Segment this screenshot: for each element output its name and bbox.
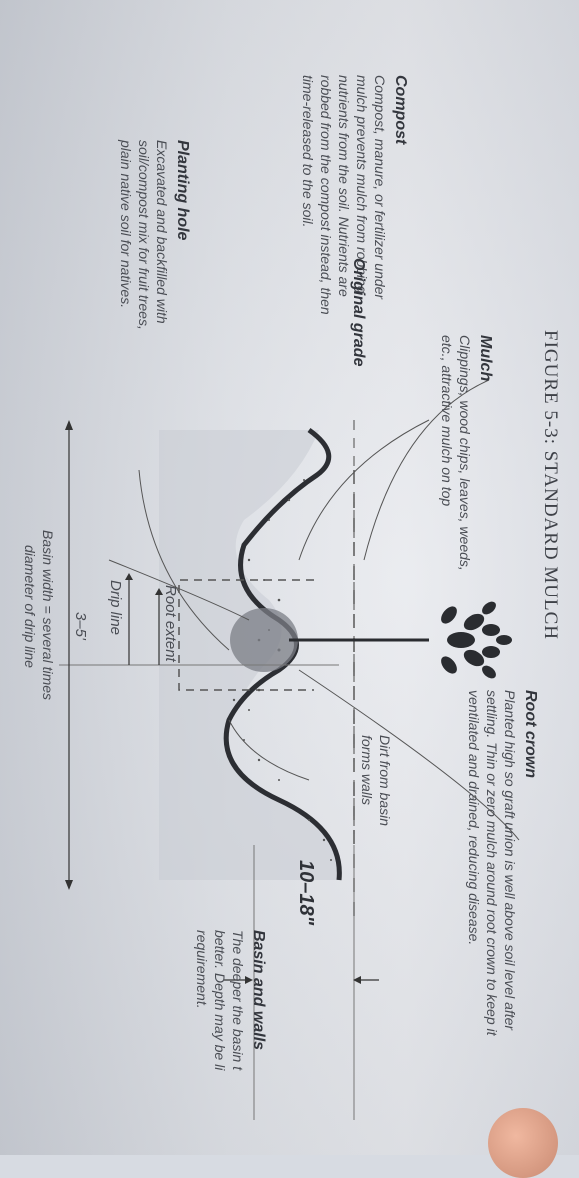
drip-line-arrowhead	[125, 573, 133, 580]
root-crown-line: Planted high so graft union is well abov…	[501, 690, 519, 1030]
dirt-from-basin-line: forms walls	[358, 735, 376, 805]
compost-line: robbed from the compost instead, then	[317, 75, 335, 315]
mulch-line: Clippings, wood chips, leaves, weeds,	[456, 335, 474, 571]
planting-hole-line: Excavated and backfilled with	[153, 140, 171, 324]
basin-width-arrowhead-right	[65, 880, 73, 890]
mulch-line: etc., attractive mulch on top	[438, 335, 456, 506]
planting-hole-line: soil/compost mix for fruit trees,	[135, 140, 153, 330]
original-grade-label: Original grade	[349, 258, 367, 366]
drip-line-label: Drip line	[106, 580, 124, 635]
root-crown-line: ventilated and drained, reducing disease…	[465, 690, 483, 945]
basin-width-line: Basin width = several times	[39, 530, 57, 700]
basin-width-line: diameter of drip line	[21, 545, 39, 668]
basin-width-arrowhead-left	[65, 420, 73, 430]
compost-heading: Compost	[391, 75, 409, 144]
compost-line: time-released to the soil.	[299, 75, 317, 228]
finger-in-photo	[488, 1108, 558, 1178]
mulch-heading: Mulch	[476, 335, 494, 381]
basin-walls-line: The deeper the basin t	[229, 930, 247, 1070]
planting-hole-heading: Planting hole	[173, 140, 191, 240]
tree-canopy-icon	[438, 599, 512, 681]
figure-title: FIGURE 5-3: STANDARD MULCH	[539, 330, 561, 640]
root-crown-line: settling. Thin or zero mulch around root…	[483, 690, 501, 1036]
root-ball	[230, 608, 298, 672]
planting-hole-line: plain native soil for natives.	[117, 140, 135, 308]
basin-depth-label: 10–18"	[294, 860, 317, 925]
basin-width-value: 3–5'	[71, 612, 89, 640]
basin-walls-heading: Basin and walls	[249, 930, 267, 1050]
basin-walls-line: requirement.	[193, 930, 211, 1009]
root-crown-heading: Root crown	[521, 690, 539, 778]
basin-walls-line: better. Depth may be li	[211, 930, 229, 1070]
dirt-from-basin-line: Dirt from basin	[376, 735, 394, 826]
compost-line: Compost, manure, or fertilizer under	[371, 75, 389, 299]
root-extent-label: Root extent	[161, 585, 179, 662]
